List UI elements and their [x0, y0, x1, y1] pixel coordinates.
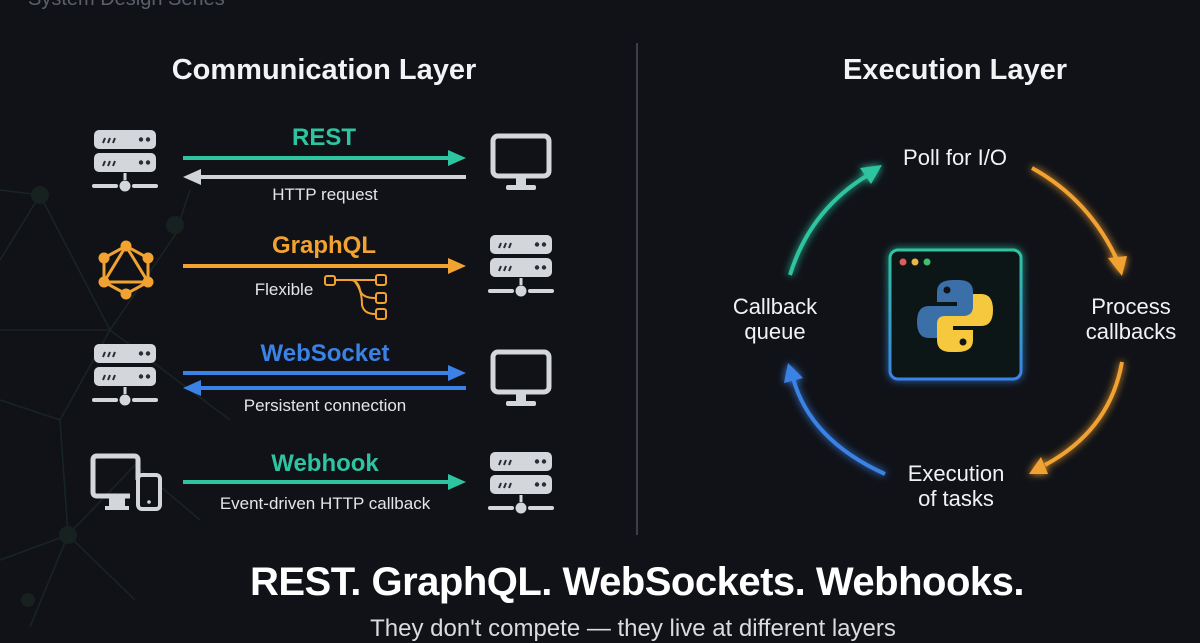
websocket-receive-arrow	[183, 380, 466, 396]
execution-layer-heading: Execution Layer	[842, 54, 1068, 86]
step-label-line: queue	[744, 319, 806, 344]
event-loop-diagram	[784, 165, 1127, 476]
step-label-line: Execution	[907, 461, 1005, 486]
step-callback-queue: Callback queue	[733, 294, 817, 344]
footer-headline: REST. GraphQL. WebSockets. Webhooks.	[249, 560, 1025, 604]
python-window	[888, 248, 1023, 381]
step-label-line: of tasks	[918, 486, 994, 511]
webhook-callback-arrow	[183, 474, 466, 490]
loop-arrow-to-execution	[1029, 361, 1124, 474]
step-label-line: Process	[1091, 294, 1171, 319]
step-process-callbacks: Process callbacks	[1086, 294, 1176, 344]
step-poll-io: Poll for I/O	[903, 145, 1007, 170]
footer-tagline: They don't compete — they live at differ…	[370, 615, 896, 642]
window-dot-yellow	[911, 258, 919, 266]
devices-icon	[90, 453, 162, 511]
communication-layer-heading: Communication Layer	[171, 54, 477, 86]
series-label: System Design Series	[28, 0, 225, 11]
webhook-title: Webhook	[271, 450, 379, 477]
rest-title: REST	[291, 124, 357, 151]
webhook-description: Event-driven HTTP callback	[219, 494, 431, 513]
rest-response-arrow	[183, 169, 466, 185]
loop-arrow-to-poll	[788, 165, 882, 276]
python-logo-icon	[917, 280, 993, 352]
step-label-line: Poll for I/O	[903, 145, 1007, 170]
loop-arrow-to-callback-queue	[784, 363, 886, 476]
tree-branch-icon	[324, 274, 387, 320]
websocket-send-arrow	[183, 365, 466, 381]
graphql-description: Flexible	[254, 280, 314, 299]
graphql-request-arrow	[183, 258, 466, 274]
network-background	[0, 186, 231, 627]
websocket-title: WebSocket	[260, 340, 390, 367]
websocket-description: Persistent connection	[243, 396, 407, 415]
rest-request-arrow	[183, 150, 466, 166]
step-execution-of-tasks: Execution of tasks	[908, 461, 1005, 511]
window-dot-green	[923, 258, 931, 266]
graphql-icon	[98, 240, 154, 300]
rest-description: HTTP request	[272, 185, 378, 204]
graphql-title: GraphQL	[271, 232, 377, 259]
communication-diagram	[90, 128, 554, 516]
loop-arrow-to-process	[1031, 166, 1127, 276]
step-label-line: Callback	[732, 294, 818, 319]
layer-divider	[636, 43, 638, 535]
window-dot-red	[899, 258, 907, 266]
step-label-line: callbacks	[1085, 319, 1177, 344]
